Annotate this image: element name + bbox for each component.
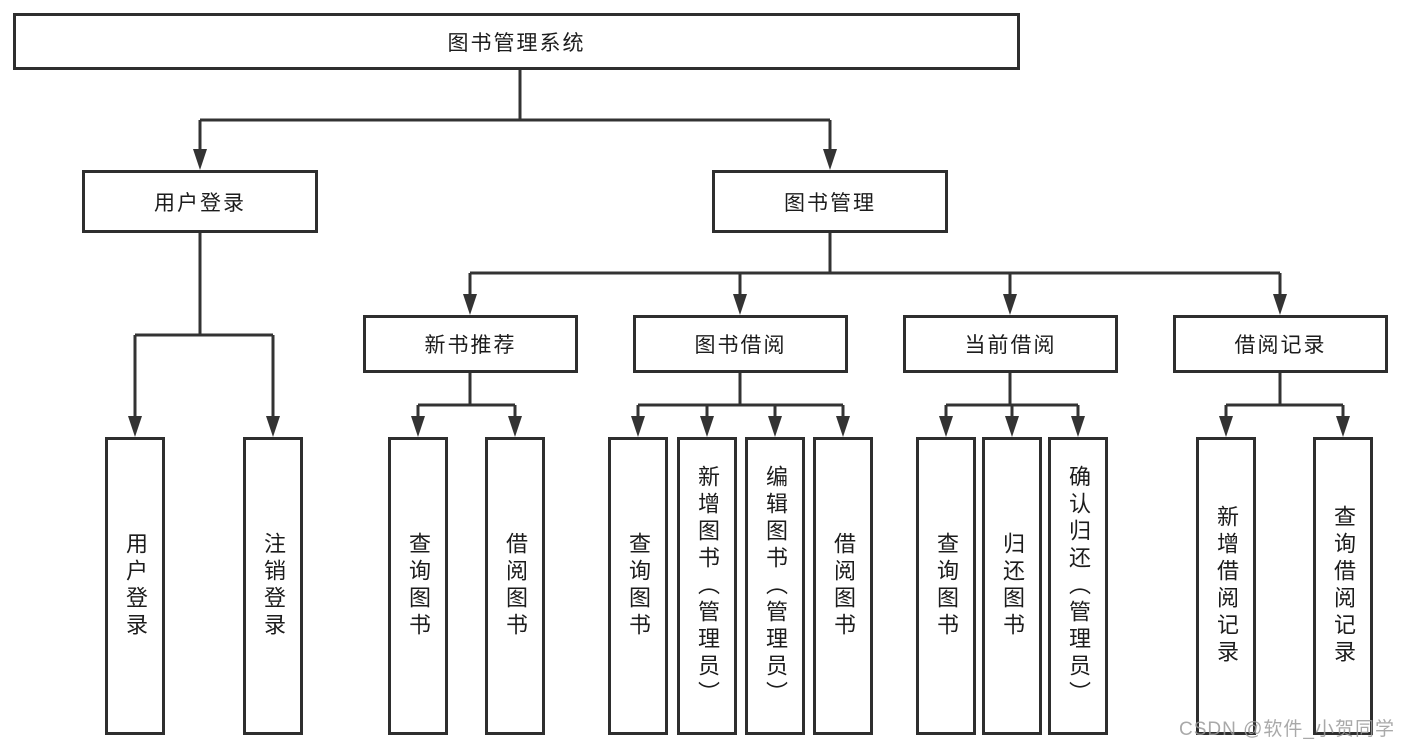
leaf-edit-book-admin-label: 编辑图书（管理员） <box>763 464 788 708</box>
leaf-user-login: 用户登录 <box>105 437 165 735</box>
node-book-management-label: 图书管理 <box>784 191 876 215</box>
csdn-watermark: CSDN @软件_小贺同学 <box>1179 719 1395 740</box>
leaf-borrow-books-newbooks-label: 借阅图书 <box>503 532 528 640</box>
leaf-add-book-admin-label: 新增图书（管理员） <box>695 464 720 708</box>
leaf-logout-label: 注销登录 <box>261 532 286 640</box>
node-current-borrow-label: 当前借阅 <box>964 334 1057 357</box>
node-book-borrow: 图书借阅 <box>633 315 848 373</box>
node-root: 图书管理系统 <box>13 13 1020 70</box>
node-current-borrow: 当前借阅 <box>903 315 1118 373</box>
leaf-add-book-admin: 新增图书（管理员） <box>677 437 737 735</box>
leaf-query-books-newbooks: 查询图书 <box>388 437 448 735</box>
node-root-label: 图书管理系统 <box>447 31 586 55</box>
node-borrow-records-label: 借阅记录 <box>1234 334 1327 357</box>
leaf-confirm-return-admin-label: 确认归还（管理员） <box>1066 464 1091 708</box>
leaf-borrow-books-borrowing: 借阅图书 <box>813 437 873 735</box>
leaf-logout: 注销登录 <box>243 437 303 735</box>
leaf-query-borrow-record-label: 查询借阅记录 <box>1331 505 1356 667</box>
node-new-book-recommend: 新书推荐 <box>363 315 578 373</box>
leaf-query-books-current-label: 查询图书 <box>934 532 959 640</box>
leaf-borrow-books-newbooks: 借阅图书 <box>485 437 545 735</box>
leaf-confirm-return-admin: 确认归还（管理员） <box>1048 437 1108 735</box>
leaf-return-book-label: 归还图书 <box>1000 532 1025 640</box>
node-user-login: 用户登录 <box>82 170 318 233</box>
node-book-borrow-label: 图书借阅 <box>694 334 787 357</box>
leaf-edit-book-admin: 编辑图书（管理员） <box>745 437 805 735</box>
leaf-query-books-borrowing: 查询图书 <box>608 437 668 735</box>
leaf-borrow-books-borrowing-label: 借阅图书 <box>831 532 856 640</box>
leaf-query-books-newbooks-label: 查询图书 <box>406 532 431 640</box>
node-book-management: 图书管理 <box>712 170 948 233</box>
leaf-return-book: 归还图书 <box>982 437 1042 735</box>
leaf-add-borrow-record: 新增借阅记录 <box>1196 437 1256 735</box>
leaf-user-login-label: 用户登录 <box>123 532 148 640</box>
leaf-query-books-borrowing-label: 查询图书 <box>626 532 651 640</box>
node-user-login-label: 用户登录 <box>154 191 246 215</box>
node-new-book-recommend-label: 新书推荐 <box>424 334 517 357</box>
leaf-query-books-current: 查询图书 <box>916 437 976 735</box>
leaf-add-borrow-record-label: 新增借阅记录 <box>1214 505 1239 667</box>
node-borrow-records: 借阅记录 <box>1173 315 1388 373</box>
leaf-query-borrow-record: 查询借阅记录 <box>1313 437 1373 735</box>
